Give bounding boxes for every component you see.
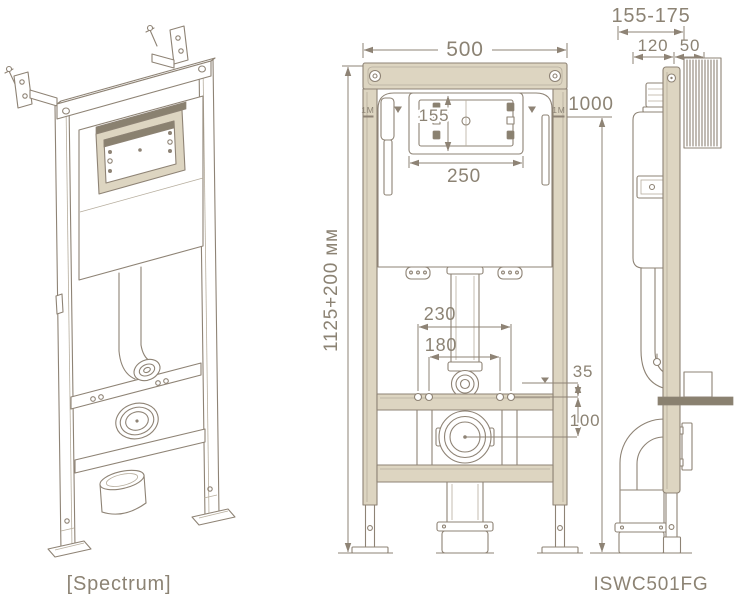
frame-top-bar-front <box>362 62 568 90</box>
dim-window-height: 155 <box>417 95 452 152</box>
dim-stud-inner-label: 180 <box>425 335 457 355</box>
dim-frame-width-label: 500 <box>446 38 483 61</box>
dim-stud-outer-label: 230 <box>424 304 456 324</box>
left-strut <box>416 409 433 466</box>
meter-mark-left-label: 1M <box>361 105 374 115</box>
wall-bracket-right <box>145 24 189 69</box>
feet-iso <box>47 508 236 558</box>
front-view: 500 <box>321 38 614 554</box>
fill-valve-side <box>642 82 671 113</box>
outlet-cup-side <box>614 522 669 554</box>
meter-mark-right-label: 1M <box>552 105 565 115</box>
bottom-outlet-front <box>436 481 494 554</box>
dim-depth-range: 155-175 <box>612 5 691 40</box>
cistern-iso <box>78 95 204 281</box>
flush-pipe-iso <box>118 266 142 352</box>
wall-bracket-bar-side <box>657 396 734 406</box>
dim-plate-depth-label: 50 <box>680 36 701 55</box>
corrugated-cover <box>683 57 722 149</box>
lower-crossbar-iso <box>74 428 206 474</box>
cistern-tabs <box>405 266 523 280</box>
dim-overall-height-label: 1125+200 мм <box>321 228 342 352</box>
isometric-view <box>4 24 236 558</box>
upper-crossbar-front <box>376 392 554 411</box>
dim-overall-height: 1125+200 мм <box>321 65 363 554</box>
wall-box-side <box>683 371 713 398</box>
drain-elbow-side <box>619 418 665 524</box>
foot-side <box>662 492 682 554</box>
dim-meter-level: 1000 <box>567 94 614 554</box>
flush-pipe-front <box>446 266 484 399</box>
side-view: 155-175 120 50 <box>607 5 734 554</box>
flush-elbow-iso <box>118 344 161 382</box>
feet-front <box>347 504 583 554</box>
dim-depth-range-label: 155-175 <box>612 5 691 27</box>
dim-crossbar-offset-label: 35 <box>573 362 594 381</box>
drain-front <box>435 410 577 464</box>
frame-rails <box>54 58 220 553</box>
dim-crossbar-offset: 35 <box>515 360 594 398</box>
drain-ring-iso <box>115 402 159 440</box>
dim-stud-spacing-outer: 230 <box>417 304 512 391</box>
lower-crossbar-front <box>376 464 554 483</box>
cistern-side <box>632 111 668 269</box>
dim-stud-spacing-inner: 180 <box>425 335 501 391</box>
dim-drain-offset: 100 <box>568 397 602 437</box>
dim-frame-depth-label: 120 <box>638 36 669 55</box>
frame-post-side <box>662 66 681 494</box>
caption-brand: [Spectrum] <box>67 573 172 595</box>
outlet-cup-iso <box>99 469 147 515</box>
meter-marks: 1M 1M <box>361 105 565 118</box>
inspection-window <box>408 92 524 155</box>
dim-frame-width: 500 <box>362 38 568 61</box>
anchor-plate-side <box>678 422 693 471</box>
caption-model: ISWC501FG <box>594 574 709 595</box>
dim-meter-level-label: 1000 <box>568 94 613 115</box>
dim-window-height-label: 155 <box>419 106 450 125</box>
frame-top-bar <box>56 57 216 120</box>
dim-drain-offset-label: 100 <box>570 411 601 430</box>
dim-window-width-label: 250 <box>447 166 481 187</box>
wall-bracket-left <box>4 65 58 109</box>
dim-window-width: 250 <box>408 156 524 187</box>
